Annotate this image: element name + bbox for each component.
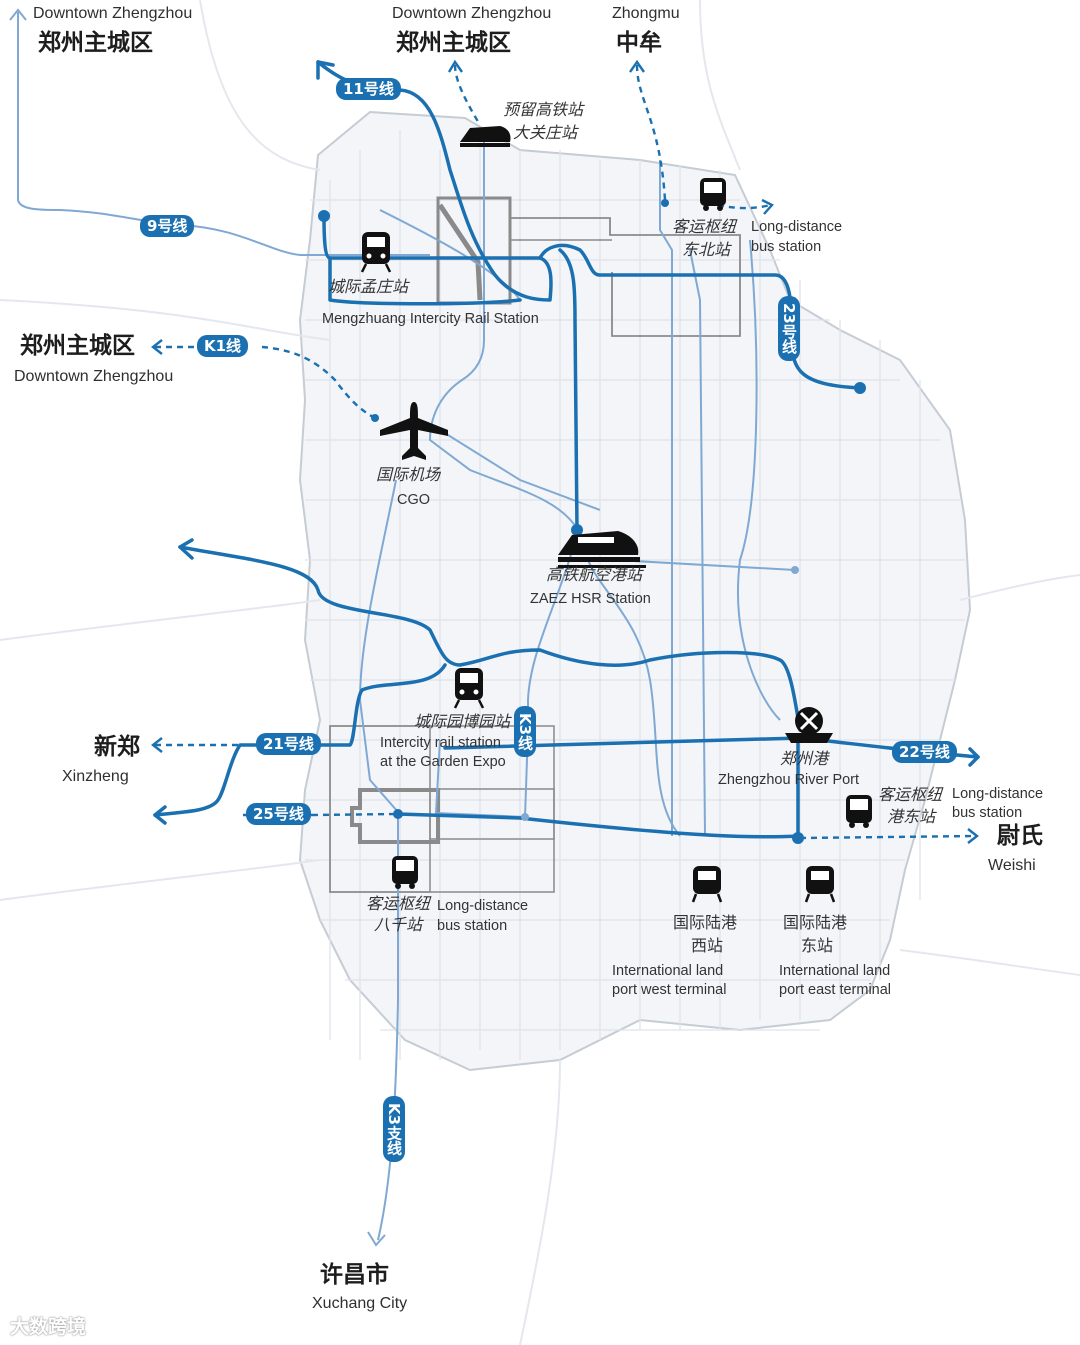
ne-bus-en-2: bus station (751, 239, 822, 255)
east-terminal-en-1: International land (779, 963, 891, 979)
xinzheng-zh: 新郑 (94, 734, 140, 760)
train-icon (804, 866, 836, 903)
w-destination-zh: 郑州主城区 (20, 333, 135, 359)
sw-bus-en-1: Long-distance (437, 898, 529, 914)
weishi-en: Weishi (988, 857, 1036, 874)
airport-en: CGO (397, 492, 431, 508)
expo-station-en-2: at the Garden Expo (380, 754, 506, 770)
mengzhuang-zh: 城际孟庄站 (328, 277, 409, 296)
ne-bus-en-1: Long-distance (751, 219, 843, 235)
se-bus-en-1: Long-distance (952, 786, 1044, 802)
ne-bus-zh-2: 东北站 (682, 240, 731, 259)
west-terminal-en-1: International land (612, 963, 724, 979)
expo-station-en-1: Intercity rail station (380, 735, 501, 751)
ne-bus-zh-1: 客运枢纽 (672, 217, 737, 236)
line-23-badge: 23号线 (778, 296, 800, 361)
train-icon (691, 866, 723, 903)
airport-zh: 国际机场 (376, 465, 441, 484)
plane-icon (380, 402, 448, 460)
xuchang-en: Xuchang City (312, 1295, 408, 1312)
line-21-badge: 21号线 (256, 733, 321, 755)
se-bus-zh-1: 客运枢纽 (878, 785, 943, 804)
sw-bus-zh-1: 客运枢纽 (366, 894, 431, 913)
line-25-badge: 25号线 (246, 803, 311, 825)
station-dots (318, 199, 866, 844)
xinzheng-en: Xinzheng (62, 768, 129, 785)
weishi-zh: 尉氏 (997, 823, 1043, 849)
bus-icon (700, 178, 726, 211)
east-terminal-zh-1: 国际陆港 (783, 913, 848, 932)
district-boundary (298, 110, 972, 1072)
reserved-hsr-label-2: 大关庄站 (513, 123, 578, 142)
hsr-station-zh: 高铁航空港站 (546, 565, 643, 584)
east-terminal-en-2: port east terminal (779, 982, 892, 998)
se-bus-zh-2: 港东站 (887, 807, 936, 826)
zhongmu-zh: 中牟 (616, 30, 662, 56)
port-icon (785, 707, 833, 743)
se-bus-en-2: bus station (952, 805, 1023, 821)
west-terminal-en-2: port west terminal (612, 982, 727, 998)
nw-destination-en: Downtown Zhengzhou (33, 5, 193, 22)
west-terminal-zh-2: 西站 (691, 936, 724, 955)
bus-icon (846, 795, 872, 828)
line-22-badge: 22号线 (892, 741, 957, 763)
west-terminal-zh-1: 国际陆港 (673, 913, 738, 932)
xuchang-zh: 许昌市 (320, 1262, 389, 1288)
zhongmu-en: Zhongmu (612, 5, 680, 22)
east-terminal-zh-2: 东站 (801, 936, 834, 955)
bus-icon (392, 856, 418, 889)
train-icon (453, 668, 485, 709)
dashed-links (155, 64, 976, 840)
reserved-hsr-label-1: 预留高铁站 (503, 100, 584, 119)
line-9-badge: 9号线 (140, 215, 195, 237)
line-k3-badge: K3线 (514, 706, 536, 758)
watermark: 大数跨境 (10, 1316, 87, 1338)
n-destination-zh: 郑州主城区 (396, 30, 511, 56)
hsr-station-en: ZAEZ HSR Station (530, 591, 651, 607)
metro-lines (153, 60, 980, 839)
hsr-train-icon (558, 531, 646, 568)
hsr-train-icon (460, 126, 511, 147)
line-k1-badge: K1线 (197, 335, 249, 357)
river-port-en: Zhengzhou River Port (718, 772, 860, 788)
nw-destination-zh: 郑州主城区 (38, 30, 153, 56)
train-icon (360, 232, 392, 273)
w-destination-en: Downtown Zhengzhou (14, 368, 174, 385)
line-11-badge: 11号线 (336, 78, 401, 100)
mengzhuang-en: Mengzhuang Intercity Rail Station (322, 311, 539, 327)
sw-bus-en-2: bus station (437, 918, 508, 934)
expo-station-zh: 城际园博园站 (414, 712, 511, 731)
sw-bus-zh-2: 八千站 (374, 915, 423, 934)
line-k3-branch-badge: K3支线 (383, 1096, 405, 1163)
river-port-zh: 郑州港 (780, 749, 829, 768)
n-destination-en: Downtown Zhengzhou (392, 5, 552, 22)
